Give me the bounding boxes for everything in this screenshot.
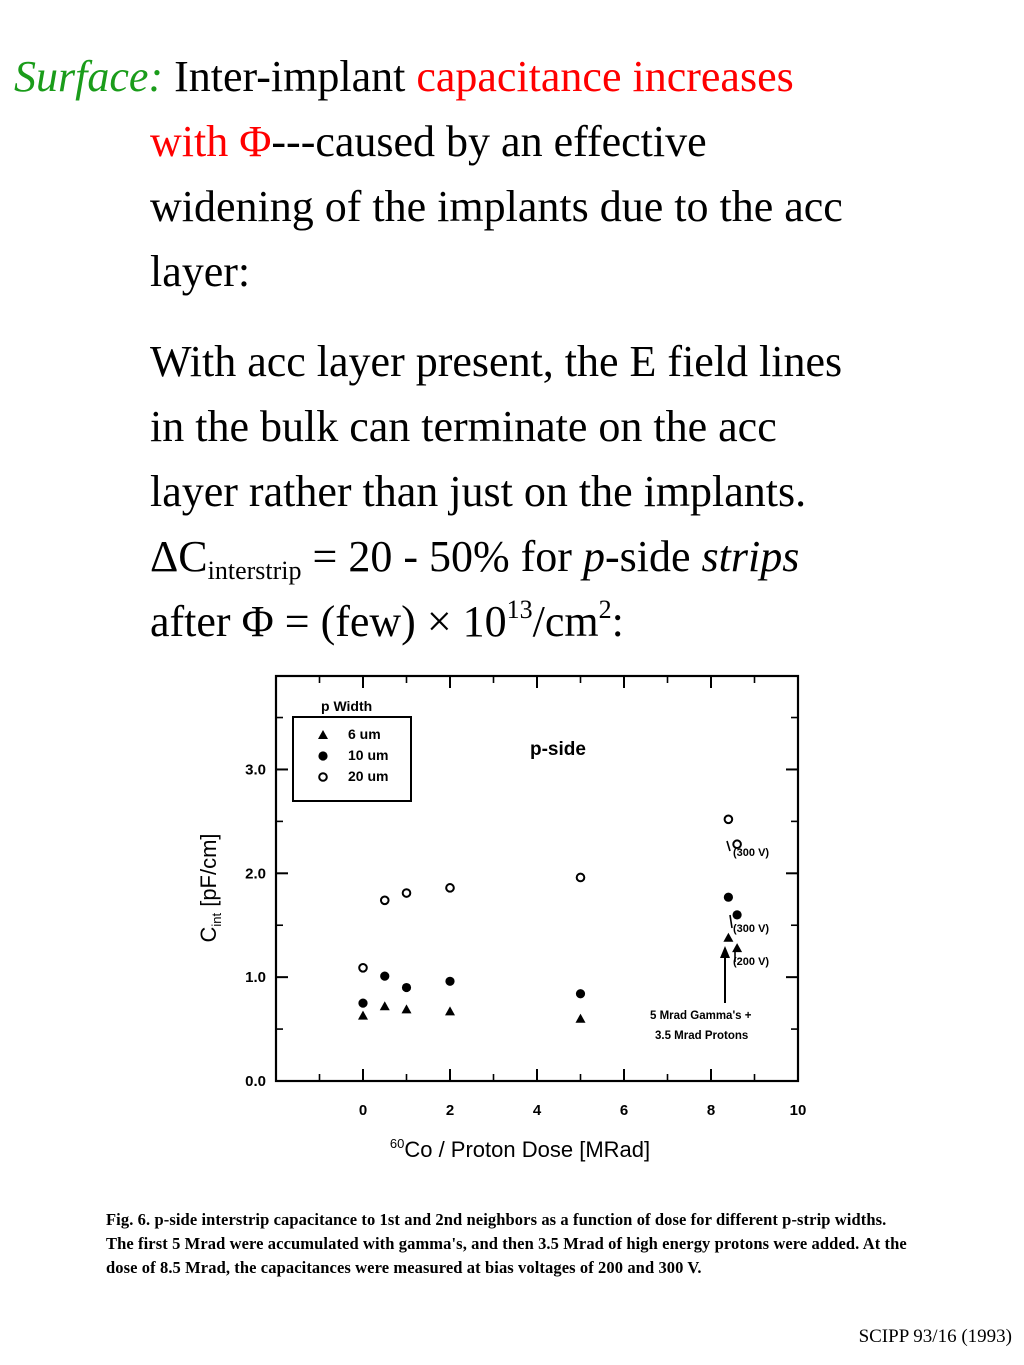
data-point-triangle <box>358 1010 368 1020</box>
data-point-filled-circle <box>723 892 734 902</box>
legend-box <box>292 716 412 802</box>
surface-label: Surface: <box>14 52 164 101</box>
data-point-open-circle <box>723 814 734 825</box>
y-tick-label: 2.0 <box>245 865 266 882</box>
data-point-triangle <box>575 1013 586 1023</box>
data-point-filled-circle <box>445 976 455 986</box>
after-fluence-text: after Φ = (few) × 10 <box>150 597 507 646</box>
data-point-triangle <box>445 1006 455 1016</box>
delta-c-strips: strips <box>701 532 800 581</box>
x-tick-label: 4 <box>533 1102 542 1119</box>
legend-marker-triangle <box>318 730 328 739</box>
heading-line-1: Surface: Inter-implant capacitance incre… <box>14 44 794 109</box>
x-tick-label: 2 <box>446 1102 454 1119</box>
delta-c-side: -side <box>604 532 702 581</box>
x-axis-label: 60Co / Proton Dose [MRad] <box>390 1136 650 1162</box>
chart-annotation: (300 V) <box>733 923 769 935</box>
chart-annotation: 3.5 Mrad Protons <box>655 1030 748 1042</box>
heading-red-2: with Φ <box>150 117 272 166</box>
chart-title: p-side <box>530 739 586 760</box>
heading-line-3: widening of the implants due to the acc <box>150 182 843 231</box>
data-point-open-circle <box>401 888 412 898</box>
legend-label: 20 um <box>348 768 388 784</box>
fluence-colon: : <box>611 597 624 646</box>
capacitance-vs-dose-chart: 0 2 4 6 8 10 0.0 1.0 2.0 3.0 p Width 6 um 10 um 20 um… <box>196 674 806 1162</box>
annotation-leader <box>726 840 731 852</box>
chart-annotation: 5 Mrad Gamma's + <box>650 1010 752 1022</box>
legend-label: 10 um <box>348 747 388 763</box>
data-point-filled-circle <box>732 910 742 920</box>
delta-c-line: ΔCinterstrip = 20 - 50% for p-side strip… <box>150 524 799 589</box>
paragraph-line-1: With acc layer present, the E field line… <box>150 337 843 386</box>
y-tick-label: 3.0 <box>245 761 266 778</box>
annotation-arrowhead <box>720 946 730 958</box>
data-point-triangle <box>723 932 734 942</box>
x-tick-label: 0 <box>359 1102 367 1119</box>
chart-annotation: (300 V) <box>733 847 769 859</box>
legend: p Width 6 um 10 um 20 um <box>292 698 412 802</box>
x-tick-label: 8 <box>707 1102 715 1119</box>
data-point-open-circle <box>575 872 586 883</box>
heading-line-4: layer: <box>150 247 251 296</box>
citation-footer: SCIPP 93/16 (1993) <box>858 1326 1012 1347</box>
data-point-filled-circle <box>380 971 390 981</box>
delta-c-subscript: interstrip <box>207 556 302 585</box>
legend-label: 6 um <box>348 726 381 742</box>
data-point-filled-circle <box>401 982 412 993</box>
paragraph-line-3: layer rather than just on the implants. <box>150 467 807 516</box>
data-point-open-circle <box>358 963 368 973</box>
heading-plain-1: Inter-implant <box>174 52 406 101</box>
fluence-unit: /cm <box>532 597 599 646</box>
y-axis-label: Cint [pF/cm] <box>196 833 224 942</box>
points-layer <box>358 814 743 1023</box>
data-point-triangle <box>401 1004 412 1014</box>
labels-layer: 0 2 4 6 8 10 0.0 1.0 2.0 3.0 p Width 6 um 10 um 20 um… <box>196 698 806 1162</box>
data-point-open-circle <box>732 839 742 850</box>
delta-c-equation: = 20 - 50% for <box>301 532 583 581</box>
data-point-open-circle <box>379 895 390 906</box>
data-point-triangle <box>732 943 743 953</box>
y-tick-label: 1.0 <box>245 969 266 986</box>
paragraph-line-2: in the bulk can terminate on the acc <box>150 402 777 451</box>
data-point-triangle <box>379 1001 390 1011</box>
delta-c-p: p <box>582 532 605 581</box>
heading-line-2: with Φ---caused by an effective <box>150 109 707 174</box>
data-point-filled-circle <box>575 989 586 999</box>
legend-marker-open-circle <box>318 772 328 782</box>
ticks-layer <box>275 676 799 1082</box>
after-fluence-line: after Φ = (few) × 1013/cm2: <box>150 589 624 654</box>
data-point-open-circle <box>445 883 455 893</box>
heading-plain-2: ---caused by an effective <box>271 117 707 166</box>
heading-red-1: capacitance increases <box>416 52 794 101</box>
legend-title: p Width <box>321 698 372 714</box>
x-tick-label: 10 <box>790 1102 807 1119</box>
x-tick-label: 6 <box>620 1102 628 1119</box>
figure-caption: Fig. 6. p-side interstrip capacitance to… <box>106 1210 907 1277</box>
fluence-exponent: 13 <box>506 595 533 624</box>
chart-annotation: (200 V) <box>733 956 769 968</box>
y-tick-label: 0.0 <box>245 1073 266 1090</box>
data-point-filled-circle <box>358 998 368 1008</box>
legend-marker-filled-circle <box>318 751 328 761</box>
area-exponent: 2 <box>598 595 612 624</box>
annotation-leader <box>729 914 733 929</box>
delta-c-symbol: ΔC <box>150 532 208 581</box>
